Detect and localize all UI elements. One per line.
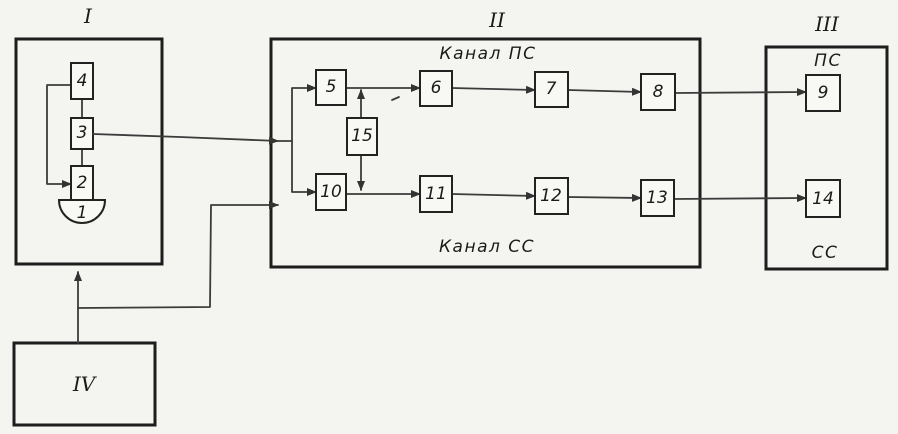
link-8-9: [674, 88, 807, 97]
link-11-12: [451, 191, 536, 200]
unit-15: [346, 117, 378, 156]
unit-8-label: 8: [653, 82, 664, 102]
block-III-label: III: [814, 12, 840, 36]
unit-11: [419, 175, 453, 213]
block-IV-frame: [12, 341, 157, 427]
link-13-14: [673, 194, 807, 203]
unit-3-label: 3: [77, 123, 88, 143]
unit-1-dome: [57, 199, 107, 224]
stray-mark: [391, 96, 400, 101]
link-6-7: [451, 85, 536, 94]
unit-2-label: 2: [77, 173, 88, 193]
split-to-10: [291, 140, 317, 196]
unit-10: [315, 173, 347, 211]
unit-12: [534, 177, 569, 215]
unit-1-label: 1: [77, 203, 88, 223]
unit-9-label: 9: [818, 83, 829, 103]
receiver-ss-caption: СС: [812, 243, 839, 263]
unit-13: [640, 179, 675, 217]
unit-2: [70, 165, 94, 201]
receiver-ps-caption: ПС: [814, 51, 842, 71]
link-12-13: [567, 193, 642, 202]
unit-10-label: 10: [320, 182, 342, 202]
unit-4: [70, 62, 94, 100]
unit-14: [805, 179, 841, 218]
unit-4-label: 4: [77, 71, 88, 91]
unit-12-label: 12: [540, 186, 562, 206]
unit-13-label: 13: [646, 188, 668, 208]
block-I-frame: [14, 37, 164, 266]
block-III-frame: [764, 45, 889, 271]
feedback-4-to-2: [46, 84, 72, 188]
unit-6: [419, 70, 453, 107]
unit-5-label: 5: [326, 77, 337, 97]
block-II-label: II: [488, 8, 506, 32]
block-II-frame: [269, 37, 702, 269]
unit-7: [534, 71, 569, 108]
block-I-label: I: [83, 4, 93, 28]
channel-ps-caption: Канал ПС: [440, 44, 537, 64]
block-IV-label: IV: [72, 372, 98, 396]
unit-11-label: 11: [425, 184, 447, 204]
unit-9: [805, 74, 841, 112]
link-7-8: [567, 87, 642, 96]
unit-7-label: 7: [546, 79, 557, 99]
unit-5: [315, 69, 347, 106]
link-3-to-II: [92, 133, 279, 145]
channel-ss-caption: Канал СС: [439, 237, 535, 257]
link-IV-to-II: [77, 201, 279, 309]
unit-6-label: 6: [431, 78, 442, 98]
unit-14-label: 14: [812, 189, 834, 209]
unit-8: [640, 73, 676, 111]
unit-15-label: 15: [351, 126, 373, 146]
split-to-5: [291, 84, 317, 142]
